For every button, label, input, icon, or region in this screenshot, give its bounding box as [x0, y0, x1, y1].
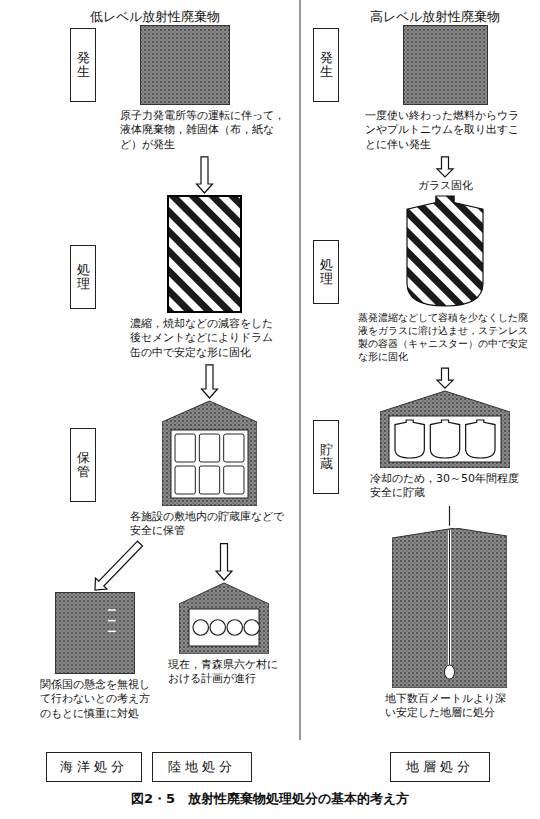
stage-label-box: 発生	[70, 28, 96, 102]
stage-name: 発生	[320, 51, 333, 80]
process-heading: ガラス固化	[358, 179, 533, 193]
description-text: 現在，青森県六ケ村における計画が進行	[168, 658, 280, 687]
description-text: 冷却のため，30～50年間程度安全に貯蔵	[370, 472, 520, 501]
flow-arrow	[216, 544, 232, 580]
flow-arrow	[449, 506, 450, 526]
disposal-box: 海洋処分	[46, 752, 142, 782]
waste-illustration: 冷却のため，30～50年間程度安全に貯蔵	[370, 390, 520, 504]
flow-arrow	[202, 365, 218, 398]
stage-name: 貯蔵	[320, 443, 333, 472]
column-heading: 高レベル放射性廃棄物	[335, 8, 535, 26]
illustration	[403, 25, 488, 105]
description-text: 関係国の懸念を無視して行わないとの考え方のもとに慎重に対処	[40, 678, 150, 721]
column-heading: 低レベル放射性廃棄物	[40, 8, 270, 26]
illustration	[380, 390, 510, 468]
flow-arrow	[197, 157, 213, 193]
waste-illustration: 地下数百メートルより深い安定した地層に処分	[385, 528, 515, 724]
waste-illustration: 原子力発電所等の運転に伴って，液体廃棄物，雑固体（布，紙など）が発生	[120, 25, 285, 155]
illustration	[392, 528, 507, 688]
illustration	[140, 25, 230, 105]
description-text: 各施設の敷地内の貯蔵庫などで安全に保管	[130, 510, 290, 539]
flow-arrow	[437, 368, 453, 388]
disposal-name: 海洋処分	[60, 758, 128, 776]
stage-label-box: 処理	[313, 240, 339, 304]
description-text: 地下数百メートルより深い安定した地層に処分	[385, 692, 515, 721]
waste-illustration: 一度使い終わった燃料からウランやプルトニウムを取り出すことに伴い発生	[365, 25, 525, 155]
disposal-name: 地層処分	[406, 758, 474, 776]
illustration	[405, 195, 485, 307]
illustration	[55, 592, 135, 674]
disposal-box: 地層処分	[390, 752, 490, 782]
column-divider	[300, 0, 301, 740]
illustration	[162, 400, 257, 506]
description-text: 濃縮，焼却などの減容をした後セメントなどによりドラム缶の中で安定な形に固化	[130, 317, 280, 360]
disposal-name: 陸地処分	[168, 758, 236, 776]
disposal-box: 陸地処分	[152, 752, 252, 782]
flow-arrow	[95, 541, 143, 590]
description-text: 蒸発濃縮などして容積を少なくした廃液をガラスに溶け込ませ，ステンレス製の容器（キ…	[358, 311, 533, 363]
waste-illustration: 関係国の懸念を無視して行わないとの考え方のもとに慎重に対処	[40, 592, 150, 724]
description-text: 一度使い終わった燃料からウランやプルトニウムを取り出すことに伴い発生	[365, 109, 525, 152]
stage-label-box: 処理	[70, 245, 96, 309]
illustration	[167, 195, 242, 313]
stage-name: 処理	[77, 263, 90, 292]
stage-name: 発生	[77, 51, 90, 80]
stage-label-box: 保管	[70, 428, 96, 502]
description-text: 原子力発電所等の運転に伴って，液体廃棄物，雑固体（布，紙など）が発生	[120, 109, 285, 152]
waste-illustration: 濃縮，焼却などの減容をした後セメントなどによりドラム缶の中で安定な形に固化	[130, 195, 280, 363]
waste-illustration: ガラス固化蒸発濃縮などして容積を少なくした廃液をガラスに溶け込ませ，ステンレス製…	[358, 179, 533, 366]
waste-illustration: 各施設の敷地内の貯蔵庫などで安全に保管	[130, 400, 290, 542]
waste-illustration: 現在，青森県六ケ村における計画が進行	[168, 582, 280, 690]
flow-arrow	[437, 157, 453, 177]
stage-name: 処理	[320, 258, 333, 287]
illustration	[179, 582, 269, 654]
stage-label-box: 発生	[313, 28, 339, 102]
stage-name: 保管	[77, 451, 90, 480]
figure-caption: 図2・5 放射性廃棄物処理処分の基本的考え方	[0, 790, 540, 808]
stage-label-box: 貯蔵	[313, 420, 339, 494]
